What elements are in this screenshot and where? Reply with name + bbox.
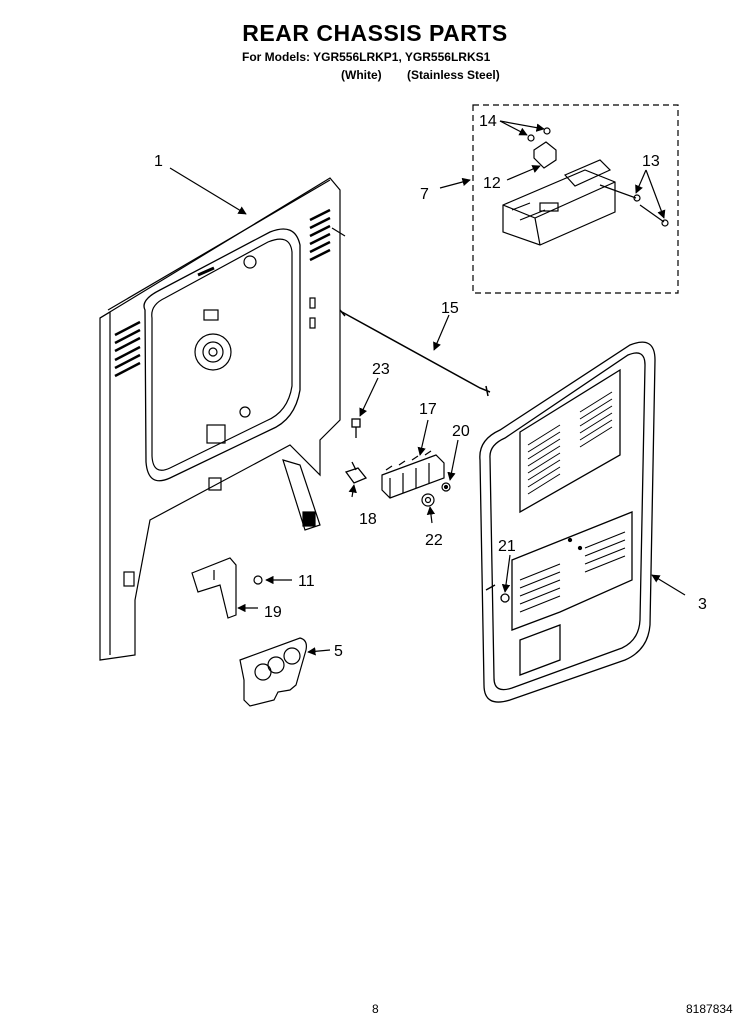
callout-1: 1 — [154, 153, 163, 170]
screw-part-20 — [441, 482, 451, 492]
clip-part-18 — [344, 461, 368, 484]
callout-22: 22 — [425, 532, 443, 549]
callout-7: 7 — [420, 186, 429, 203]
callout-20: 20 — [452, 423, 470, 440]
callout-17: 17 — [419, 401, 437, 418]
callout-14: 14 — [479, 113, 497, 130]
callout-23: 23 — [372, 361, 390, 378]
page-number: 8 — [372, 1002, 379, 1016]
callout-15: 15 — [441, 300, 459, 317]
callout-19: 19 — [264, 604, 282, 621]
callout-3: 3 — [698, 596, 707, 613]
leader-lines — [169, 120, 686, 656]
access-cover-part-3 — [479, 341, 656, 703]
callout-13: 13 — [642, 153, 660, 170]
callout-11: 11 — [298, 573, 315, 590]
callout-12: 12 — [483, 175, 501, 192]
callout-21: 21 — [498, 538, 516, 555]
rod-part — [339, 309, 491, 397]
screw-part-23 — [351, 418, 361, 438]
bracket-part-19 — [191, 557, 263, 619]
variant-stainless: (Stainless Steel) — [407, 68, 500, 82]
rear-chassis-panel — [99, 177, 346, 661]
callout-5: 5 — [334, 643, 343, 660]
models-line: For Models: YGR556LRKP1, YGR556LRKS1 — [242, 50, 491, 64]
bracket-assembly-part-7 — [502, 127, 669, 246]
burner-plate-part-5 — [239, 637, 307, 707]
document-number: 8187834 — [686, 1002, 733, 1016]
variant-white: (White) — [341, 68, 382, 82]
callout-18: 18 — [359, 511, 377, 528]
nut-part-22 — [421, 493, 435, 507]
page-title: REAR CHASSIS PARTS — [242, 20, 508, 46]
terminal-block-part-17 — [381, 450, 445, 499]
assembly-box-part-7 — [472, 104, 679, 294]
